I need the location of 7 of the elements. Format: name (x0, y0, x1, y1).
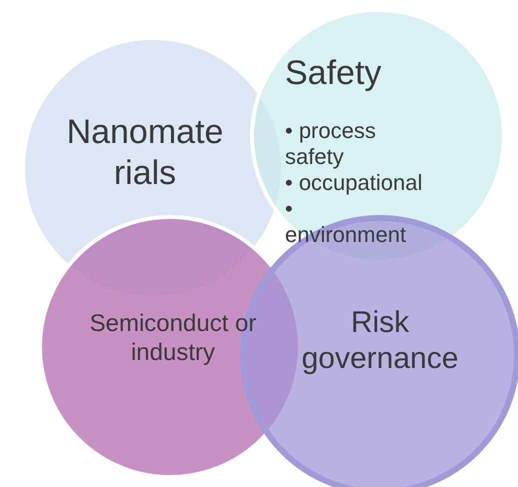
circle-label: Semiconduct or industry (88, 310, 258, 368)
bullet-item: • environment (285, 196, 405, 249)
bullet-item: • occupational (285, 170, 424, 196)
circle-label: Risk governance (300, 305, 460, 377)
circle-label: Nanomate rials (66, 112, 224, 194)
bullet-item: • process safety (285, 118, 377, 171)
circle-heading: Safety (285, 53, 382, 94)
